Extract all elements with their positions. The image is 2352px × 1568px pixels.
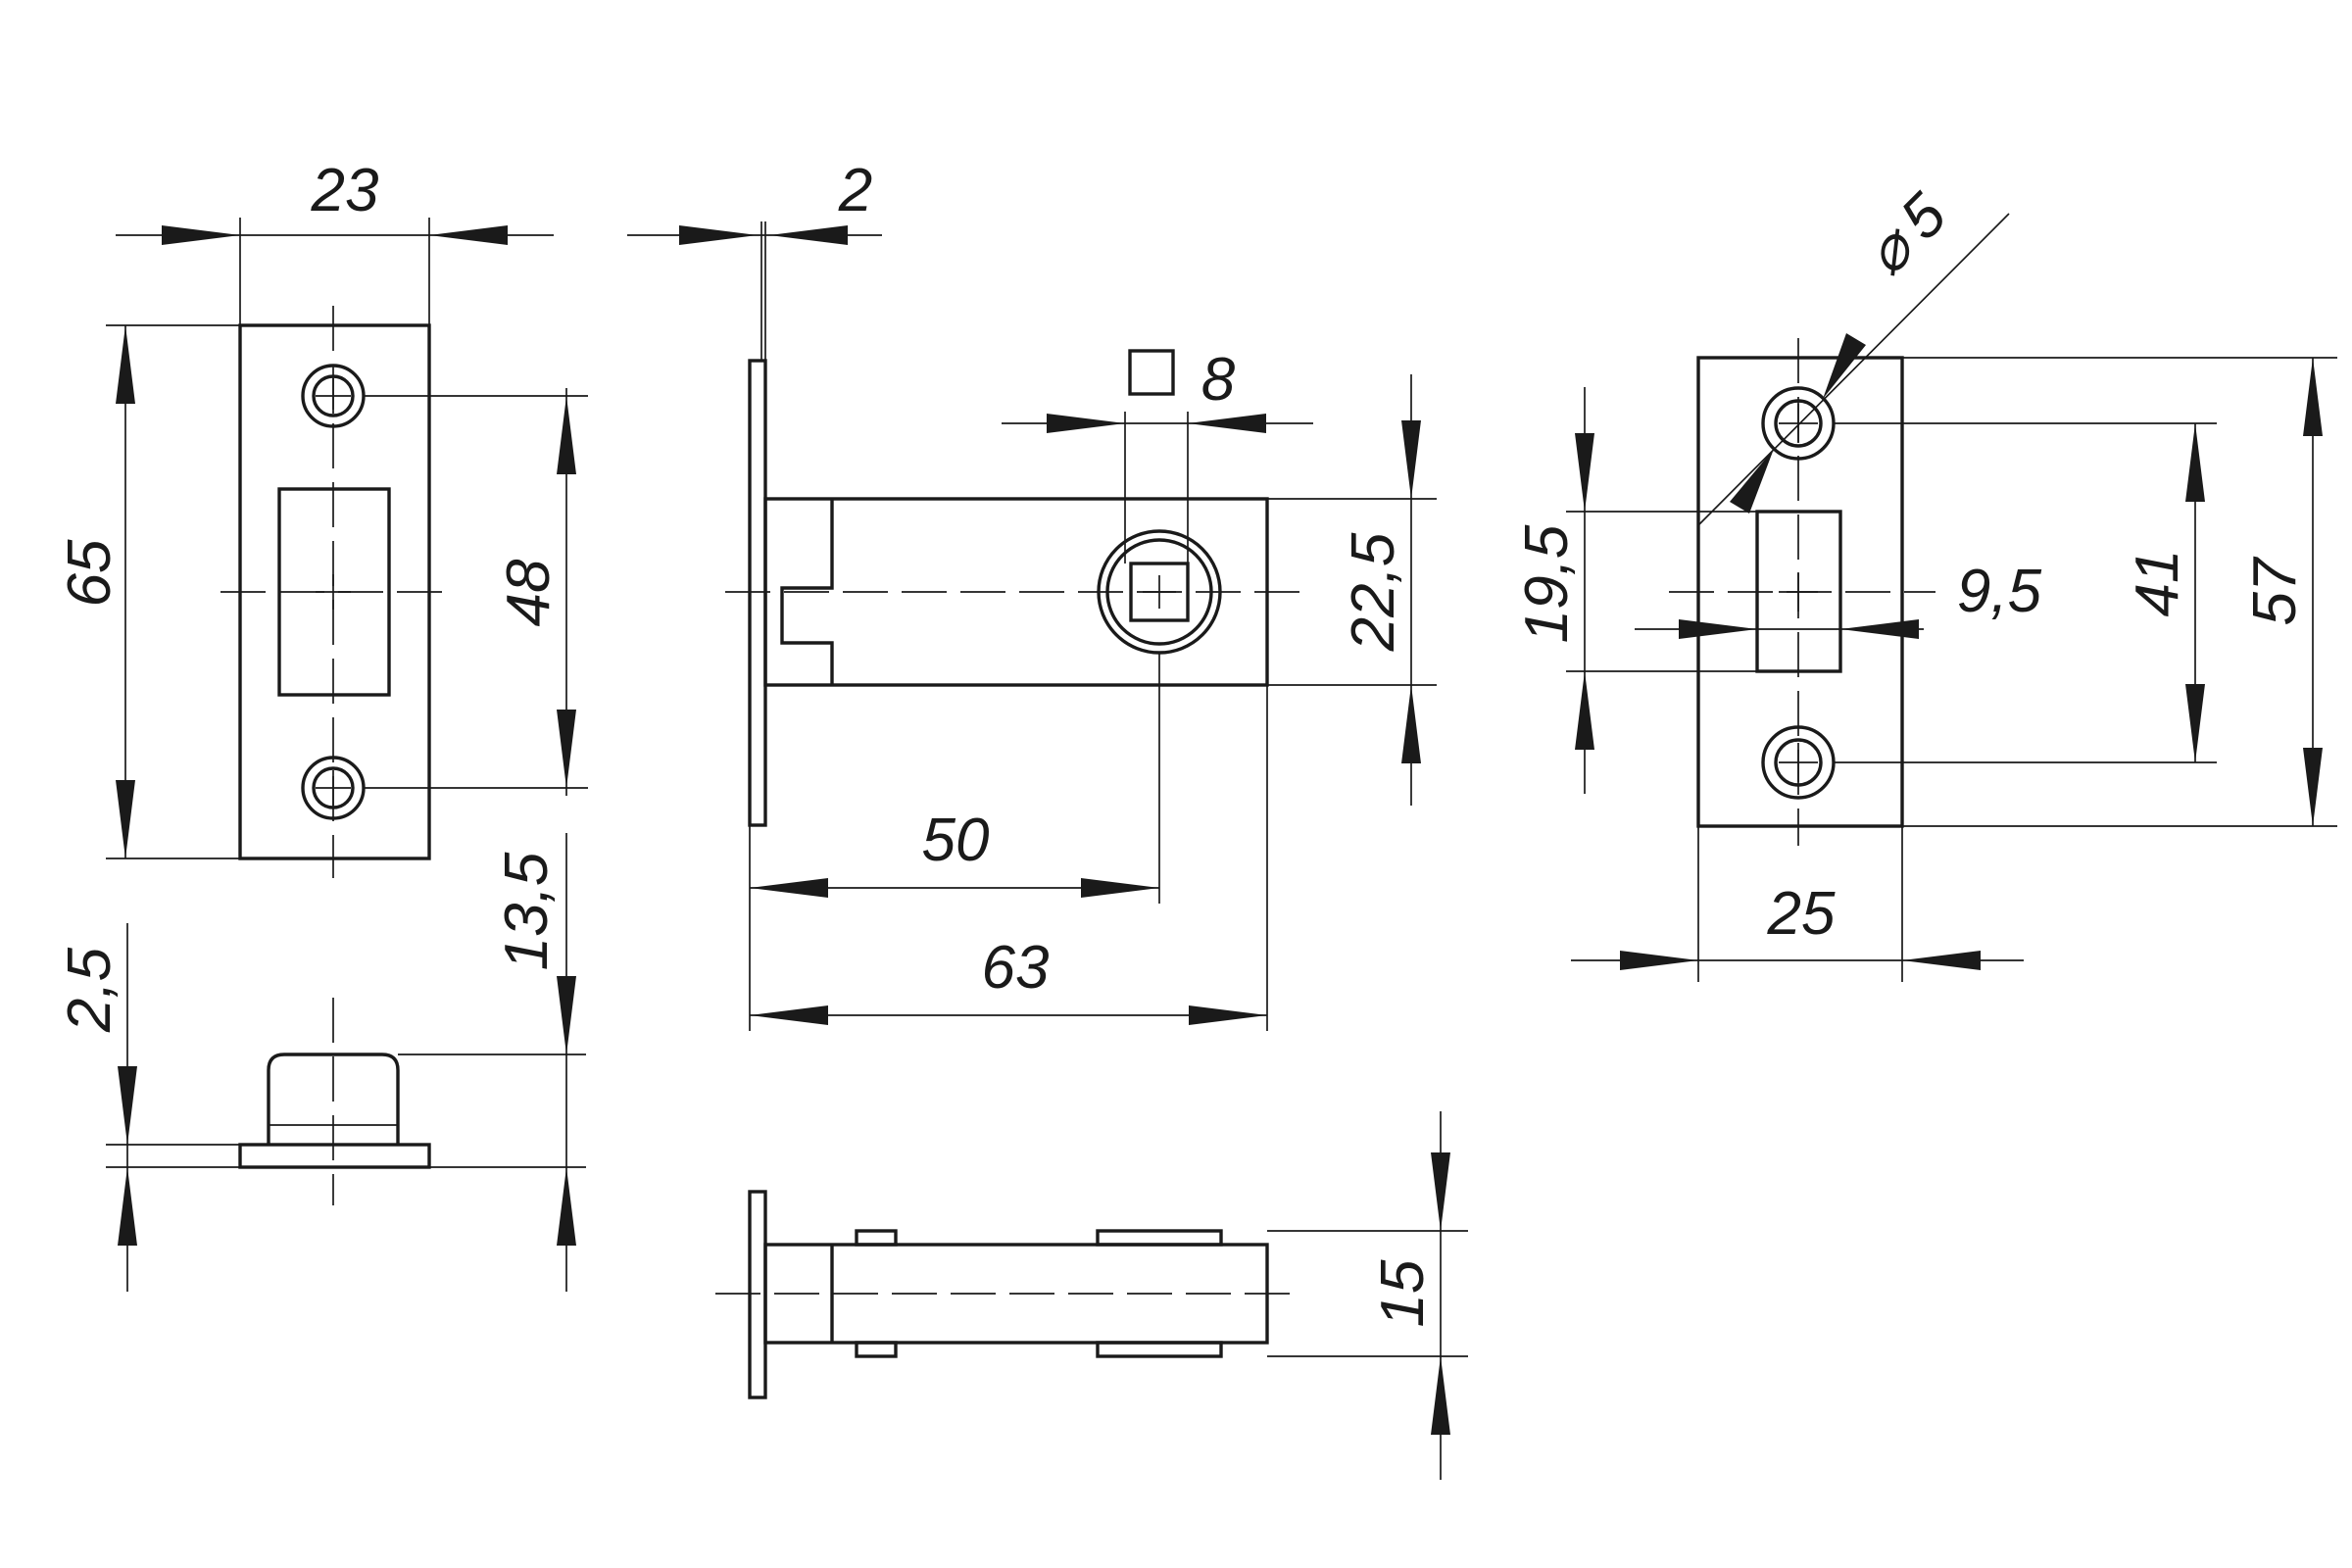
dim-faceplate-width: 25	[1571, 880, 2024, 970]
dim-label-strike-height: 65	[56, 539, 123, 607]
dim-body-height: 22,5	[1340, 374, 1421, 806]
latch-top-view	[715, 1190, 1468, 1399]
dim-faceplate-thickness: 2	[627, 157, 882, 245]
dim-strike-width: 23	[116, 157, 554, 245]
dim-label-body-height: 22,5	[1340, 532, 1407, 652]
dim-label-faceplate-thickness: 2	[838, 157, 872, 224]
dim-label-strike-depth: 13,5	[493, 852, 561, 970]
dim-latch-height: 19,5	[1513, 387, 1594, 794]
dim-label-backset: 50	[922, 807, 990, 874]
dim-strike-height: 65	[56, 325, 135, 858]
latch-side-view	[725, 221, 1437, 1031]
strike-plate-side-view	[106, 998, 586, 1205]
dim-strike-hole-spacing: 48	[495, 388, 576, 796]
dim-label-latch-height: 19,5	[1513, 524, 1581, 643]
dim-label-faceplate-height: 57	[2241, 556, 2309, 625]
dim-spindle-square: 8	[1002, 346, 1313, 433]
dim-label-body-width: 15	[1369, 1259, 1437, 1327]
dim-strike-thickness: 2,5	[56, 923, 137, 1292]
dim-latch-width: 9,5	[1635, 558, 2042, 639]
dim-label-body-length: 63	[982, 934, 1050, 1002]
dim-label-strike-thickness: 2,5	[56, 947, 123, 1033]
dim-strike-depth: 13,5	[493, 833, 576, 1292]
dim-label-strike-hole-spacing: 48	[495, 559, 563, 626]
dim-label-spindle-square: 8	[1201, 346, 1236, 414]
dim-body-length: 63	[750, 934, 1267, 1025]
dim-faceplate-height: 57	[2241, 358, 2323, 826]
dim-backset: 50	[750, 807, 1159, 898]
strike-plate-front-view	[106, 218, 588, 878]
square-symbol	[1128, 349, 1175, 396]
dim-label-strike-width: 23	[311, 157, 379, 224]
dim-label-faceplate-width: 25	[1767, 880, 1836, 948]
dim-screw-hole-diameter: ⌀ 5	[1697, 180, 2010, 526]
dim-label-latch-width: 9,5	[1957, 558, 2042, 625]
dim-faceplate-hole-spacing: 41	[2124, 423, 2205, 762]
faceplate-front-view	[1566, 338, 2337, 982]
dim-label-faceplate-hole-spacing: 41	[2124, 550, 2191, 617]
dim-body-width: 15	[1369, 1111, 1450, 1480]
